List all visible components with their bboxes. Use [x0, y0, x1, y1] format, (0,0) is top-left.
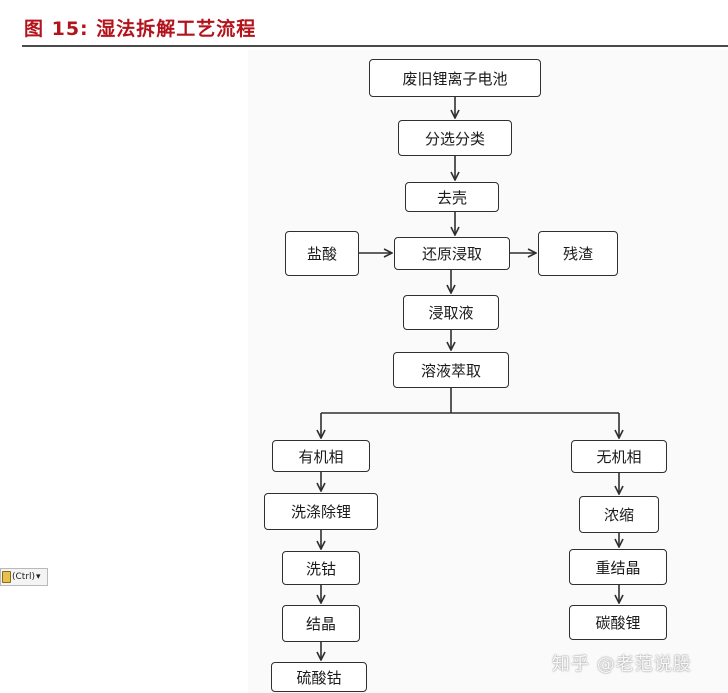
paste-hint-label: (Ctrl) [12, 572, 36, 582]
node-sorting: 分选分类 [398, 120, 512, 156]
node-organic-phase: 有机相 [272, 440, 370, 472]
clipboard-icon [2, 571, 11, 583]
title-divider [22, 45, 728, 47]
node-hydrochloric-acid: 盐酸 [285, 231, 359, 276]
node-lithium-carbonate: 碳酸锂 [569, 605, 667, 640]
node-leachate: 浸取液 [403, 295, 499, 330]
watermark: 知乎 @老范说股 [552, 654, 692, 675]
paste-options-button[interactable]: (Ctrl) ▾ [0, 568, 48, 586]
node-inorganic-phase: 无机相 [571, 440, 667, 473]
node-solvent-extraction: 溶液萃取 [393, 352, 509, 388]
node-reduction-leaching: 还原浸取 [394, 237, 510, 270]
node-crystallization: 结晶 [282, 605, 360, 642]
page-title: 图 15: 湿法拆解工艺流程 [24, 18, 257, 40]
dropdown-arrow-icon: ▾ [36, 572, 41, 582]
node-concentration: 浓缩 [579, 496, 659, 533]
node-wash-lithium-removal: 洗涤除锂 [264, 493, 378, 530]
node-shell-removal: 去壳 [405, 182, 499, 212]
node-wash-cobalt: 洗钴 [282, 551, 360, 585]
node-recrystallization: 重结晶 [569, 549, 667, 585]
node-cobalt-sulfate: 硫酸钴 [271, 662, 367, 692]
node-waste-battery: 废旧锂离子电池 [369, 59, 541, 97]
node-residue: 残渣 [538, 231, 618, 276]
